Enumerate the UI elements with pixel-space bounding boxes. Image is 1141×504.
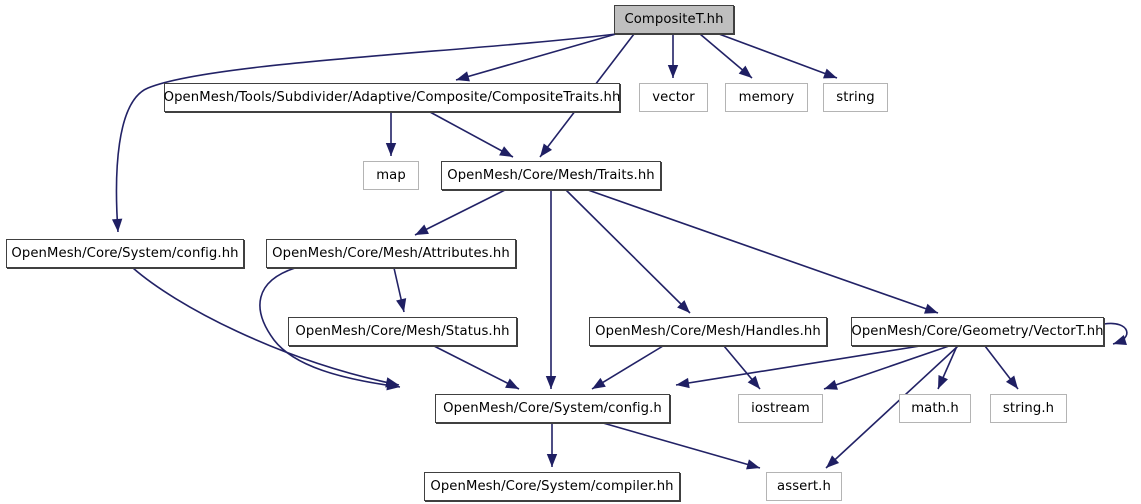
node-map[interactable]: map (363, 161, 419, 190)
node-sysconfighh[interactable]: OpenMesh/Core/System/config.hh (6, 239, 244, 268)
edge-traits-to-vectort (587, 189, 939, 314)
edge-vectort-to-sysconfigh (675, 345, 921, 386)
arrowhead-sysconfigh-to-asserth (746, 459, 760, 470)
node-label-sysconfighh: OpenMesh/Core/System/config.hh (11, 245, 239, 261)
edge-status-to-sysconfigh (433, 345, 520, 390)
edge-compositetraits-to-traits (429, 111, 514, 158)
node-label-sysconfigh: OpenMesh/Core/System/config.h (443, 400, 662, 416)
arrowhead-compositet-to-memory (738, 65, 752, 78)
node-handles[interactable]: OpenMesh/Core/Mesh/Handles.hh (589, 317, 827, 346)
node-label-attributes: OpenMesh/Core/Mesh/Attributes.hh (272, 245, 510, 261)
arrowhead-vectort-to-asserth (826, 455, 840, 468)
edge-traits-to-attributes (414, 189, 506, 236)
arrowhead-sysconfigh-to-compilerhh (546, 454, 558, 467)
arrowhead-vectort-to-iostream (824, 379, 838, 390)
arrowhead-vectort-to-stringh (1005, 375, 1018, 389)
node-label-handles: OpenMesh/Core/Mesh/Handles.hh (595, 323, 821, 339)
node-compilerhh[interactable]: OpenMesh/Core/System/compiler.hh (424, 472, 680, 501)
node-asserth[interactable]: assert.h (766, 472, 842, 501)
node-label-traits: OpenMesh/Core/Mesh/Traits.hh (447, 167, 655, 183)
node-traits[interactable]: OpenMesh/Core/Mesh/Traits.hh (441, 161, 661, 190)
edge-traits-to-handles (565, 189, 691, 314)
node-iostream[interactable]: iostream (738, 394, 823, 423)
arrowhead-traits-to-attributes (415, 224, 429, 235)
edge-vectort-to-asserth (825, 345, 959, 469)
edge-sysconfighh-to-sysconfigh (132, 267, 400, 386)
edge-attributes-to-sysconfigh (259, 267, 401, 388)
node-compositet[interactable]: CompositeT.hh (614, 5, 734, 34)
edge-compositet-to-sysconfighh (115, 33, 617, 233)
node-label-mathh: math.h (911, 400, 959, 416)
node-label-asserth: assert.h (777, 478, 831, 494)
node-label-vectort: OpenMesh/Core/Geometry/VectorT.hh (851, 323, 1104, 339)
node-vector[interactable]: vector (639, 83, 708, 112)
node-memory[interactable]: memory (725, 83, 808, 112)
edge-compositet-to-string (718, 33, 838, 79)
arrowhead-handles-to-iostream (747, 375, 760, 389)
node-label-memory: memory (738, 89, 795, 105)
node-sysconfigh[interactable]: OpenMesh/Core/System/config.h (435, 394, 670, 423)
arrowhead-vectort-to-vectort (1113, 335, 1127, 345)
node-label-compositet: CompositeT.hh (624, 11, 724, 27)
arrowhead-compositet-to-string (823, 68, 837, 79)
arrowhead-attributes-to-sysconfigh (386, 380, 400, 391)
node-attributes[interactable]: OpenMesh/Core/Mesh/Attributes.hh (266, 239, 516, 268)
node-status[interactable]: OpenMesh/Core/Mesh/Status.hh (288, 317, 517, 346)
node-label-compositetraits: OpenMesh/Tools/Subdivider/Adaptive/Compo… (163, 89, 621, 105)
arrowhead-traits-to-sysconfigh (545, 376, 557, 389)
node-stringh[interactable]: string.h (990, 394, 1067, 423)
node-mathh[interactable]: math.h (899, 394, 971, 423)
node-label-stringh: string.h (1002, 400, 1055, 416)
arrowhead-compositet-to-compositetraits (456, 71, 470, 82)
arrowhead-compositet-to-vector (667, 65, 679, 78)
arrowhead-handles-to-sysconfigh (592, 377, 606, 389)
node-label-map: map (376, 167, 406, 183)
node-label-string: string (836, 89, 875, 105)
edge-compositet-to-compositetraits (455, 33, 617, 81)
arrowhead-traits-to-vectort (924, 303, 938, 314)
arrowhead-compositet-to-traits (540, 143, 553, 157)
node-label-compilerhh: OpenMesh/Core/System/compiler.hh (430, 478, 674, 494)
node-label-status: OpenMesh/Core/Mesh/Status.hh (295, 323, 510, 339)
edge-sysconfigh-to-asserth (602, 422, 761, 469)
arrowhead-traits-to-handles (677, 300, 690, 313)
node-label-iostream: iostream (751, 400, 810, 416)
arrowhead-vectort-to-mathh (938, 375, 949, 389)
node-compositetraits[interactable]: OpenMesh/Tools/Subdivider/Adaptive/Compo… (164, 83, 620, 112)
node-label-vector: vector (652, 89, 695, 105)
edge-handles-to-sysconfigh (591, 345, 664, 390)
node-string[interactable]: string (823, 83, 888, 112)
arrowhead-compositetraits-to-traits (499, 146, 513, 157)
arrowhead-status-to-sysconfigh (505, 378, 519, 389)
arrowhead-attributes-to-status (396, 298, 407, 312)
node-vectort[interactable]: OpenMesh/Core/Geometry/VectorT.hh (851, 317, 1104, 346)
edge-vectort-to-iostream (823, 345, 950, 390)
arrowhead-compositetraits-to-map (385, 143, 397, 156)
arrowhead-compositet-to-sysconfighh (111, 218, 123, 232)
arrowhead-vectort-to-sysconfigh (676, 377, 690, 389)
